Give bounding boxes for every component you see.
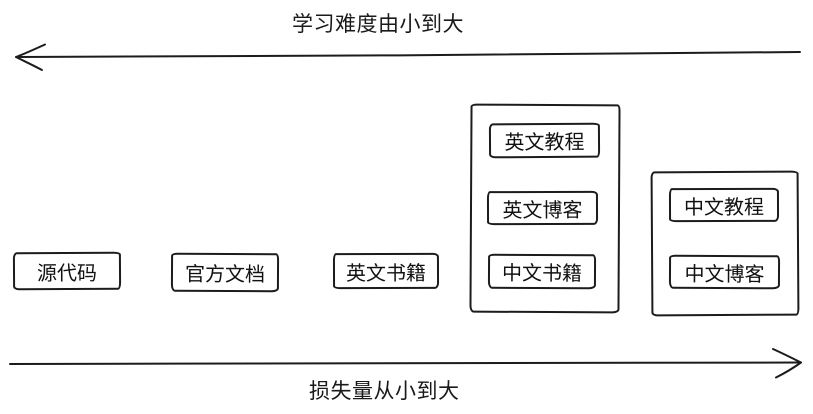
difficulty-axis-label: 学习难度由小到大 <box>292 13 464 36</box>
difficulty-axis-arrow-left <box>15 43 801 71</box>
box-english-blogs-label: 英文博客 <box>502 199 583 222</box>
box-source-code-label: 源代码 <box>36 262 98 285</box>
box-chinese-tutorials: 中文教程 <box>668 187 780 223</box>
box-english-tutorials: 英文教程 <box>488 122 601 159</box>
box-english-books: 英文书籍 <box>332 252 440 290</box>
box-chinese-blogs: 中文博客 <box>668 254 781 290</box>
box-chinese-blogs-label: 中文博客 <box>684 263 765 286</box>
box-chinese-books-label: 中文书籍 <box>501 262 583 286</box>
box-english-tutorials-label: 英文教程 <box>504 131 585 155</box>
box-chinese-books: 中文书籍 <box>487 253 597 290</box>
loss-axis-arrow-right <box>9 348 802 379</box>
box-source-code: 源代码 <box>12 251 122 291</box>
loss-axis-label: 损失量从小到大 <box>309 380 460 403</box>
box-chinese-tutorials-label: 中文教程 <box>683 196 765 219</box>
box-english-blogs: 英文博客 <box>486 190 599 226</box>
box-official-docs: 官方文档 <box>170 252 280 293</box>
box-english-books-label: 英文书籍 <box>345 262 427 285</box>
box-official-docs-label: 官方文档 <box>184 263 266 287</box>
